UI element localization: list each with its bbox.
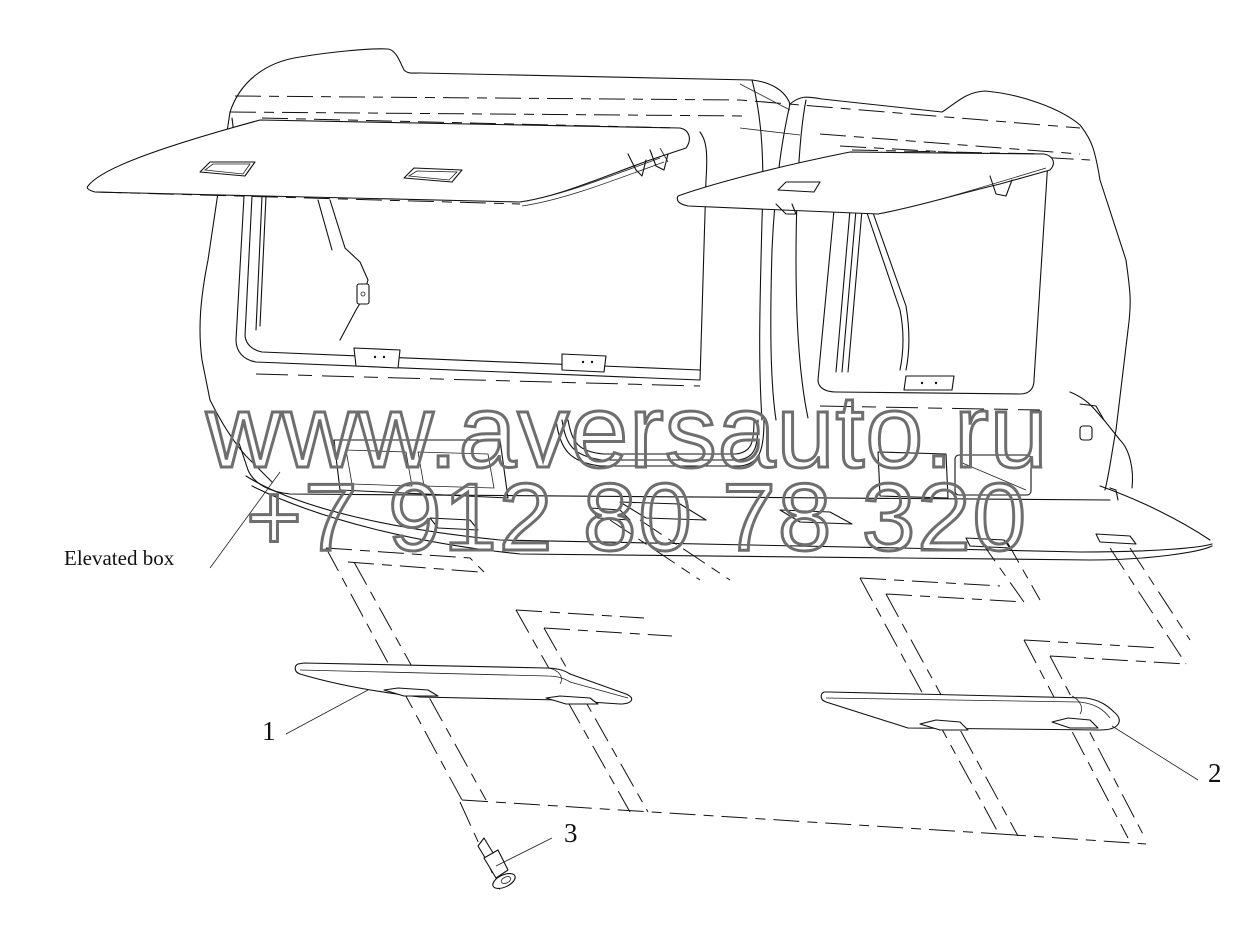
leader-lines: [209, 471, 1199, 867]
left-lid: [86, 117, 690, 207]
leader-part-1: [285, 689, 369, 735]
leader-elevated-box: [209, 471, 281, 569]
lower-front-panel: [237, 391, 1213, 561]
left-opening-frame: [235, 131, 708, 387]
part-3-fastener: [477, 837, 516, 889]
right-opening-frame: [817, 159, 1049, 411]
part-1-cover-plate: [294, 662, 633, 705]
part-2-cover-plate: [820, 691, 1120, 731]
callout-part-3: 3: [564, 818, 578, 848]
callout-elevated-box: Elevated box: [64, 546, 175, 570]
callout-part-1: 1: [262, 716, 276, 746]
leader-part-3: [495, 837, 553, 867]
right-lid: [676, 149, 1054, 215]
elevated-box-body: [199, 48, 1131, 491]
leader-part-2: [1111, 725, 1199, 781]
callout-part-2: 2: [1208, 758, 1222, 788]
